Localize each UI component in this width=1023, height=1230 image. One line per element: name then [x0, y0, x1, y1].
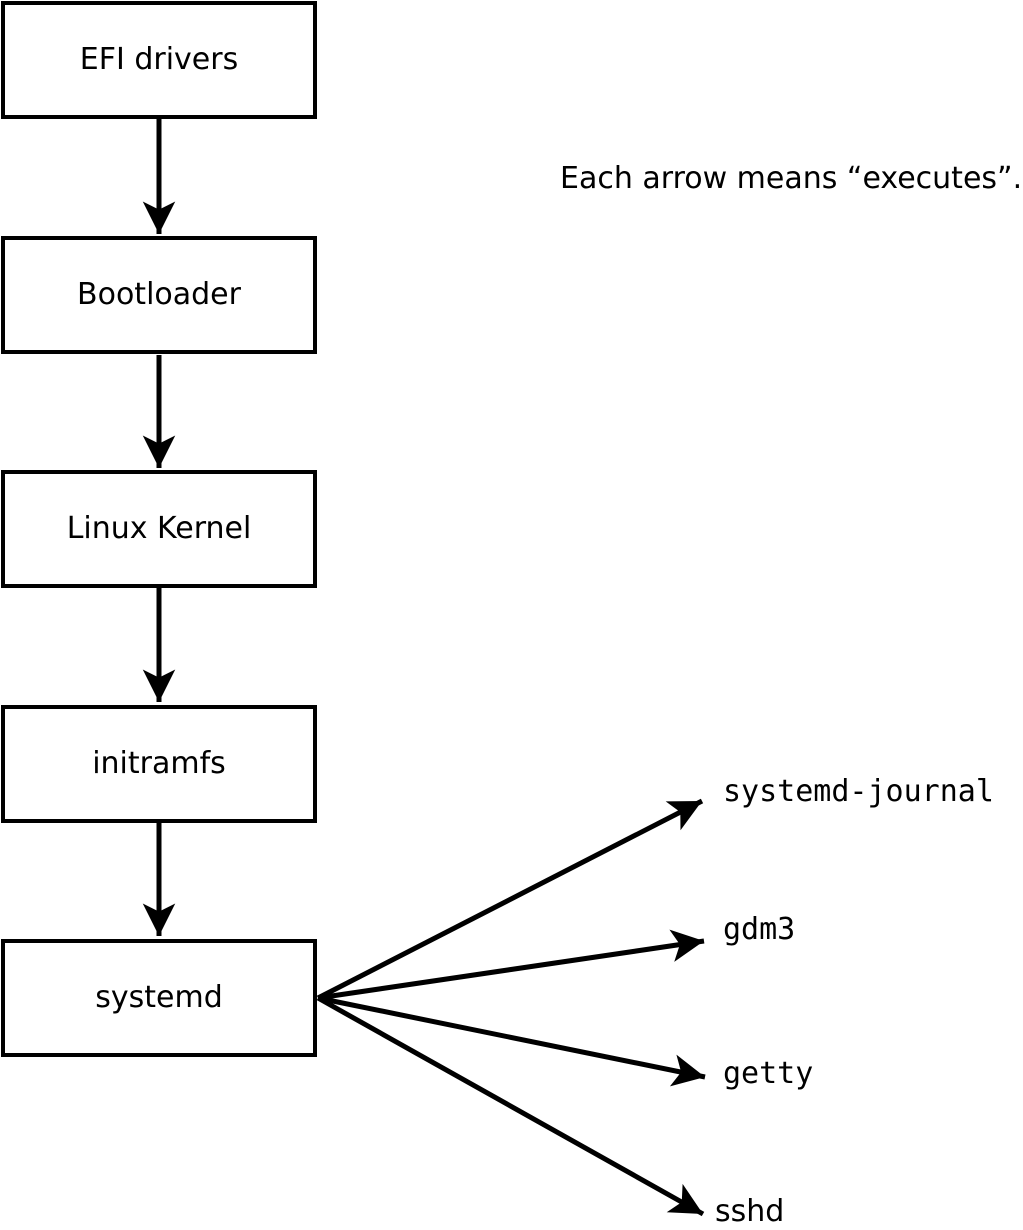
box-systemd: systemd	[1, 939, 317, 1057]
arrow-systemd-to-systemd-journal	[316, 798, 704, 1001]
process-label-getty: getty	[723, 1056, 814, 1091]
process-label-sshd: sshd	[715, 1194, 785, 1229]
box-efi-drivers-label: EFI drivers	[79, 42, 239, 77]
arrow-systemd-to-gdm3	[317, 929, 705, 1001]
arrow-systemd-to-getty	[317, 995, 706, 1087]
box-bootloader: Bootloader	[1, 236, 317, 354]
box-initramfs-label: initramfs	[92, 746, 226, 781]
box-initramfs: initramfs	[1, 705, 317, 823]
box-linux-kernel: Linux Kernel	[1, 470, 317, 588]
box-systemd-label: systemd	[95, 980, 223, 1015]
process-label-systemd-journal: systemd-journal	[723, 774, 994, 809]
arrow-systemd-to-sshd	[316, 995, 705, 1217]
box-linux-kernel-label: Linux Kernel	[66, 511, 252, 546]
process-label-gdm3: gdm3	[723, 912, 796, 947]
box-bootloader-label: Bootloader	[77, 277, 241, 312]
legend-note: Each arrow means “executes”.	[560, 161, 1023, 196]
box-efi-drivers: EFI drivers	[1, 1, 317, 119]
